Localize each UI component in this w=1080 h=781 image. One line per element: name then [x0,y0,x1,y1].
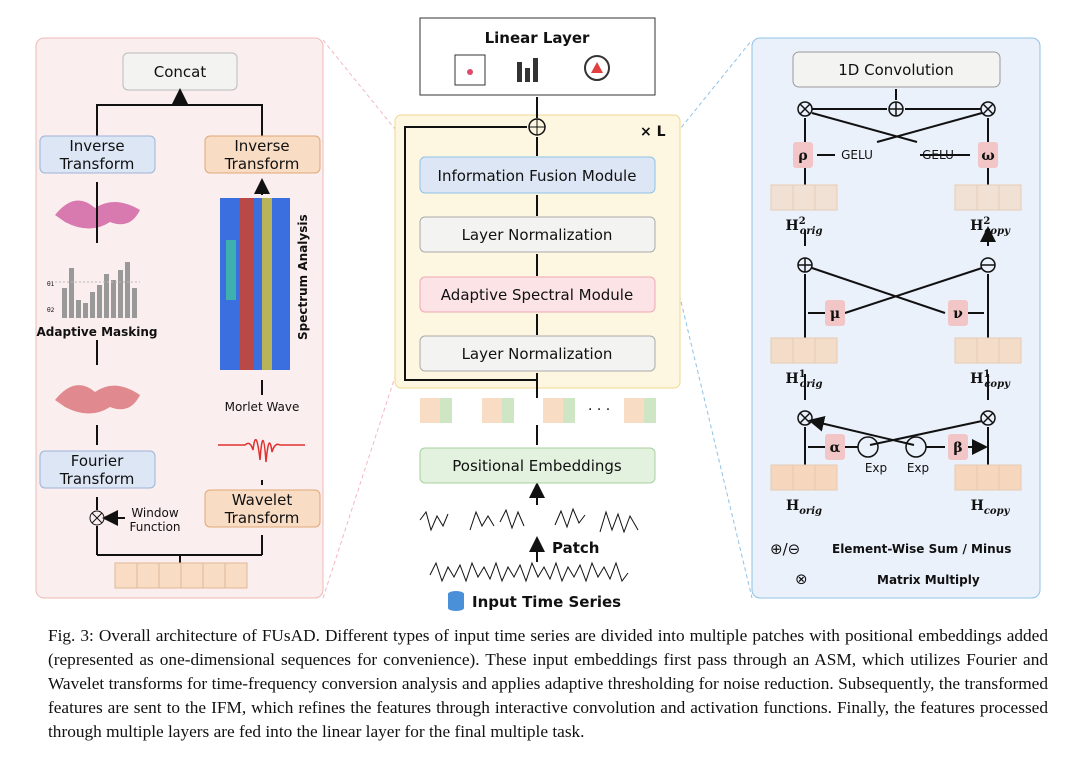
multiply-legend-icon: ⊗ [795,570,808,588]
mu-label: μ [830,306,840,322]
patch-label: Patch [552,539,599,557]
label: Transform [224,509,300,527]
center-pipeline: Linear Layer × L Information Fusion Modu… [394,17,681,611]
feature-blocks-2 [770,184,1022,211]
concat-label: Concat [154,63,207,81]
omega-param [978,142,998,168]
label: Transform [59,470,135,488]
ellipsis: · · · [588,402,610,418]
legend-multiply-label: Matrix Multiply [877,573,980,587]
label: Positional Embeddings [452,457,622,475]
rho-label: ρ [798,148,807,164]
linear-layer-box [419,17,656,96]
repeat-l-label: × L [640,124,666,140]
theta1-label: θ1 [47,281,55,288]
label: Information Fusion Module [438,167,637,185]
rho-param [793,142,813,168]
ifm-panel: 1D Convolution ρ ω μ ν α β GELU GELU Exp… [751,37,1041,599]
label: 1D Convolution [838,61,953,79]
theta2-label: θ2 [47,307,55,314]
label: Transform [224,155,300,173]
omega-label: ω [981,148,994,164]
label: Function [129,520,180,534]
label: Fourier [71,452,124,470]
exp-left: Exp [865,461,887,475]
database-icon [448,591,464,611]
label: Transform [59,155,135,173]
label: Wavelet [232,491,293,509]
feature-blocks-1 [770,337,1022,364]
task-icons [454,54,610,86]
feature-blocks-0 [770,464,1022,491]
label: Layer Normalization [462,226,613,244]
fourier-transform-box [39,450,156,489]
label: Inverse [69,137,124,155]
sum-minus-legend-icon: ⊕/⊖ [770,540,800,558]
nu-param [948,300,968,326]
1d-convolution-box [792,51,1001,88]
exp-right: Exp [907,461,929,475]
inverse-transform-left [39,135,156,174]
surface-plot-icon [55,385,140,414]
masking-bar-chart [55,262,140,318]
input-time-series-label: Input Time Series [472,593,621,611]
morlet-wave-icon [218,438,305,463]
morlet-wave-label: Morlet Wave [225,400,300,414]
adaptive-masking-label: Adaptive Masking [37,325,158,339]
wavelet-transform-box [204,489,321,528]
gelu-right: GELU [922,148,954,162]
information-fusion-module [419,156,656,194]
label: Window [131,506,179,520]
beta-param [948,434,968,460]
h-copy: Hcopy [971,498,1011,517]
spectrum-analysis-label: Spectrum Analysis [296,214,310,340]
beta-label: β [953,440,962,456]
layer-normalization-bottom [419,335,656,372]
label: Adaptive Spectral Module [441,286,633,304]
mu-param [825,300,845,326]
input-patches [114,562,248,589]
label: Layer Normalization [462,345,613,363]
input-series-waveform [429,561,629,583]
legend-sum-label: Element-Wise Sum / Minus [832,542,1011,556]
linear-layer-label: Linear Layer [485,29,590,47]
h-orig: Horig [786,498,822,517]
gelu-left: GELU [841,148,873,162]
positional-embeddings [419,447,656,484]
embedded-patches [420,398,656,423]
patched-series-waveform [419,507,639,534]
alpha-label: α [830,440,841,456]
adaptive-spectral-module [419,276,656,313]
layer-normalization-top [419,216,656,253]
label: Inverse [234,137,289,155]
nu-label: ν [953,306,963,322]
alpha-param [825,434,845,460]
figure-caption: Fig. 3: Overall architecture of FUsAD. D… [48,626,1048,741]
